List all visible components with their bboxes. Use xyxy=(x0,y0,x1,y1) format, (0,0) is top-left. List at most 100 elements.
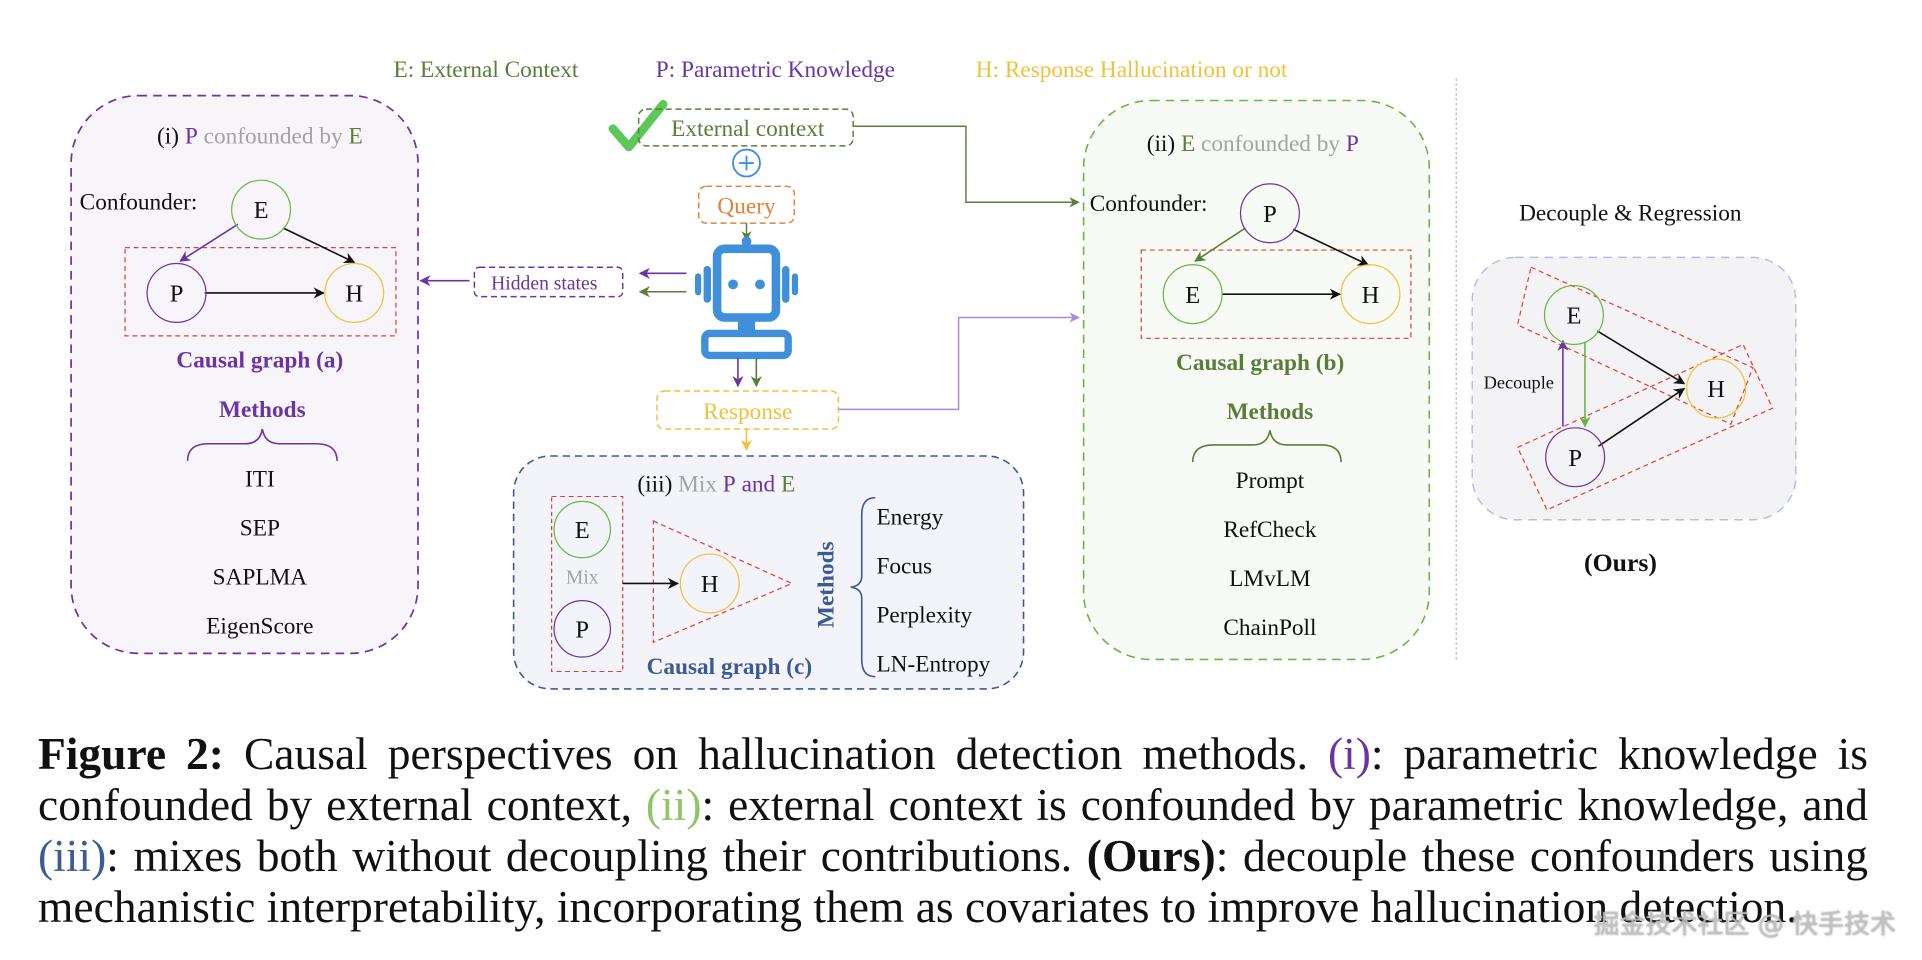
query-box xyxy=(697,185,796,224)
ours-border xyxy=(1471,256,1797,521)
panel-iii-border xyxy=(512,455,1025,690)
caption-tag-iii: (iii) xyxy=(38,830,107,881)
external-context-label: External context xyxy=(671,116,825,142)
node-p-label: P xyxy=(170,281,184,308)
method-item: SAPLMA xyxy=(213,565,308,591)
node-h-label: H xyxy=(345,281,363,308)
brace-icon xyxy=(1191,430,1342,463)
red-dash-rect-p-h xyxy=(1516,343,1774,511)
red-dash-rect-e-h xyxy=(1516,266,1754,425)
methods-list-iii: Energy Focus Perplexity LN-Entropy xyxy=(876,505,990,678)
edge-e-p xyxy=(179,223,239,262)
response-label: Response xyxy=(703,399,792,425)
decouple-label: Decouple xyxy=(1484,373,1554,393)
method-item: SEP xyxy=(240,516,280,542)
query-label: Query xyxy=(717,193,776,219)
panel-ii-border xyxy=(1082,99,1431,661)
edge-e-h xyxy=(1596,330,1686,385)
figure-label: Figure 2: xyxy=(38,728,224,779)
panel-i-heading: (i) P confounded by E xyxy=(157,123,363,149)
hidden-states-box xyxy=(473,266,624,298)
figure-caption: Figure 2: Causal perspectives on halluci… xyxy=(38,728,1868,932)
edge-response-to-panel-ii xyxy=(838,312,1080,411)
caption-text: Causal perspectives on hallucination det… xyxy=(223,728,1328,779)
method-item: Perplexity xyxy=(876,603,972,629)
node-h-label: H xyxy=(1707,376,1725,403)
method-item: EigenScore xyxy=(206,614,313,640)
node-h xyxy=(324,262,385,323)
legend-hallucination: H: Response Hallucination or not xyxy=(976,57,1288,83)
panel-ii: (ii) E confounded by P Confounder: P E H… xyxy=(1082,99,1431,661)
panel-i: (i) P confounded by E Confounder: E P H … xyxy=(70,94,419,655)
robot-icon xyxy=(695,236,798,360)
caption-text: : decouple these confounders using mecha… xyxy=(38,830,1868,932)
caption-tag-ii: (ii) xyxy=(645,779,702,830)
red-dash-box xyxy=(1140,249,1412,339)
node-e xyxy=(1162,264,1223,325)
node-e-label: E xyxy=(575,517,590,544)
node-p-label: P xyxy=(1568,445,1582,472)
method-item: Focus xyxy=(876,554,932,580)
legend-parametric: P: Parametric Knowledge xyxy=(656,57,895,83)
external-context-box xyxy=(637,108,854,147)
node-p xyxy=(1545,427,1606,488)
ours-title: Decouple & Regression xyxy=(1519,201,1742,227)
edge-e-h xyxy=(282,227,356,264)
node-p xyxy=(146,262,207,323)
node-e xyxy=(1543,284,1604,346)
caption-tag-i: (i) xyxy=(1327,728,1371,779)
node-e-label: E xyxy=(1185,282,1200,309)
red-dash-triangle xyxy=(652,520,794,644)
node-e xyxy=(553,500,612,559)
caption-text: : external context is confounded by para… xyxy=(701,779,1868,830)
watermark: 掘金技术社区 @ 快手技术 xyxy=(1593,910,1896,940)
causal-graph-c-title: Causal graph (c) xyxy=(647,654,813,680)
node-e xyxy=(231,179,292,240)
node-e-label: E xyxy=(1566,303,1581,330)
methods-title-i: Methods xyxy=(219,397,306,423)
panel-ii-heading: (ii) E confounded by P xyxy=(1147,131,1359,157)
node-h xyxy=(679,553,740,614)
method-item: ChainPoll xyxy=(1223,615,1316,641)
confounder-label: Confounder: xyxy=(1090,191,1208,217)
node-h-label: H xyxy=(701,571,719,598)
methods-list-ii: Prompt RefCheck LMvLM ChainPoll xyxy=(1223,468,1316,641)
node-e-label: E xyxy=(254,197,269,224)
caption-text: : parametric knowledge is confounded by … xyxy=(38,728,1869,830)
edge-p-e xyxy=(1194,227,1246,262)
node-p xyxy=(1239,183,1300,244)
checkmark-icon xyxy=(608,99,668,152)
red-dash-box xyxy=(124,246,397,337)
legend-external: E: External Context xyxy=(393,57,578,83)
methods-list-i: ITI SEP SAPLMA EigenScore xyxy=(206,467,313,640)
method-item: ITI xyxy=(245,467,275,493)
node-p-label: P xyxy=(1263,201,1277,228)
causal-graph-a-title: Causal graph (a) xyxy=(176,348,343,374)
node-p-label: P xyxy=(575,616,589,643)
causal-graph-b-title: Causal graph (b) xyxy=(1176,350,1344,376)
method-item: LMvLM xyxy=(1229,566,1311,592)
panel-ours: Decouple & Regression E P H Decouple (Ou… xyxy=(1471,201,1797,577)
edge-p-h xyxy=(1597,387,1686,447)
node-p xyxy=(553,600,612,658)
node-h xyxy=(1686,358,1747,419)
method-item: Energy xyxy=(876,505,943,531)
confounder-label: Confounder: xyxy=(80,190,198,216)
brace-icon xyxy=(850,496,876,678)
brace-icon xyxy=(186,428,338,461)
methods-title-ii: Methods xyxy=(1227,399,1314,425)
edge-external-to-panel-ii xyxy=(853,125,1080,208)
method-item: LN-Entropy xyxy=(876,652,990,678)
caption-text: : mixes both without decoupling their co… xyxy=(106,830,1087,881)
edge-p-h xyxy=(1292,228,1370,266)
hidden-states-label: Hidden states xyxy=(491,273,597,294)
method-item: RefCheck xyxy=(1223,517,1316,543)
panel-iii: (iii) Mix P and E E Mix P H Causal graph… xyxy=(512,455,1025,690)
caption-tag-ours: (Ours) xyxy=(1086,830,1216,881)
method-item: Prompt xyxy=(1236,468,1305,494)
ours-label: (Ours) xyxy=(1584,548,1657,577)
node-h xyxy=(1340,264,1401,325)
panel-iii-heading: (iii) Mix P and E xyxy=(637,472,795,498)
panel-i-border xyxy=(70,94,419,655)
